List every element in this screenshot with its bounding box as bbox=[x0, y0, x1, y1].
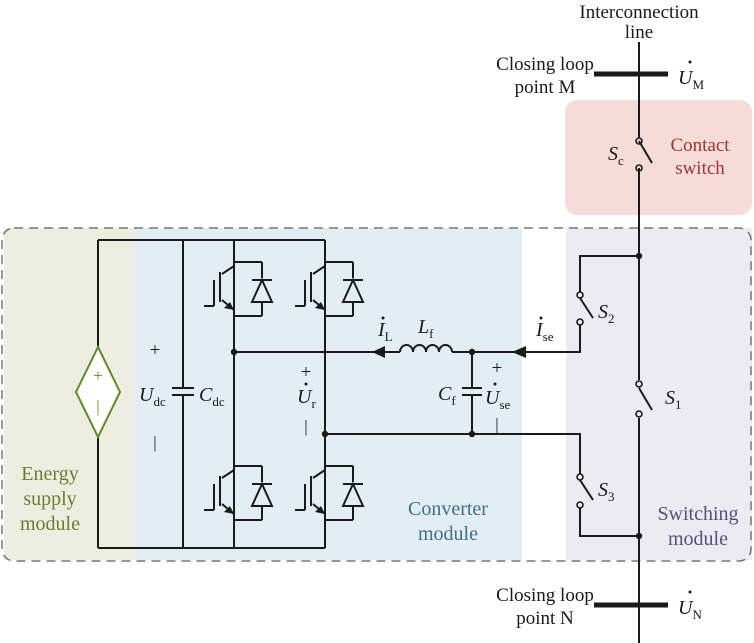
interconnection-label-1: Interconnection bbox=[579, 2, 699, 23]
use-plus: + bbox=[492, 358, 503, 379]
switching-label-2: module bbox=[668, 528, 728, 550]
switching-module-bg bbox=[566, 228, 752, 560]
un-symbol: UN bbox=[678, 597, 702, 622]
s3-label: S3 bbox=[598, 479, 615, 504]
energy-label-3: module bbox=[20, 513, 80, 535]
udc-plus: + bbox=[150, 340, 161, 361]
udc-minus: | bbox=[153, 433, 156, 452]
dc-source-diamond bbox=[74, 344, 122, 440]
source-minus: | bbox=[96, 397, 99, 416]
s2-label: S2 bbox=[598, 301, 615, 326]
junction-dot-2 bbox=[321, 430, 329, 438]
um-symbol: UM bbox=[678, 67, 704, 92]
s1-label: S1 bbox=[665, 387, 682, 412]
inductor-lf bbox=[399, 344, 453, 353]
energy-label-1: Energy bbox=[21, 463, 78, 485]
use-label: Use bbox=[485, 387, 511, 412]
contact-switch-sc bbox=[635, 137, 653, 172]
system-dashed-border bbox=[1, 227, 752, 562]
converter-label-2: module bbox=[418, 523, 478, 545]
closing-n-label-2: point N bbox=[516, 608, 574, 629]
junction-dot-6 bbox=[635, 532, 643, 540]
ur-minus: | bbox=[304, 417, 307, 436]
lf-label: Lf bbox=[417, 316, 434, 341]
contact-switch-label-1: Contact bbox=[670, 135, 730, 156]
contact-switch-label-2: switch bbox=[675, 158, 725, 179]
cf-label: Cf bbox=[438, 383, 456, 408]
junction-dot-4 bbox=[468, 430, 476, 438]
junction-dot-3 bbox=[468, 348, 476, 356]
udc-label: Udc bbox=[139, 384, 166, 409]
contact-switch-bg bbox=[565, 100, 752, 215]
ur-label: Ur bbox=[297, 386, 316, 411]
use-minus: | bbox=[495, 415, 498, 434]
converter-module-bg bbox=[134, 228, 522, 560]
interconnection-label-2: line bbox=[625, 22, 654, 43]
il-label: IL bbox=[377, 319, 393, 344]
ise-arrow bbox=[512, 346, 526, 358]
junction-dot-1 bbox=[230, 348, 238, 356]
switching-label-1: Switching bbox=[657, 503, 738, 525]
closing-n-label-1: Closing loop bbox=[496, 585, 594, 606]
sc-label: Sc bbox=[608, 143, 624, 168]
converter-label-1: Converter bbox=[408, 498, 488, 520]
energy-label-2: supply bbox=[23, 488, 76, 510]
closing-m-label-2: point M bbox=[515, 77, 576, 98]
source-plus: + bbox=[93, 366, 103, 385]
capacitor-cf bbox=[462, 352, 482, 434]
cdc-label: Cdc bbox=[199, 384, 225, 409]
switch-s1 bbox=[635, 380, 653, 418]
ise-label: Ise bbox=[535, 319, 554, 344]
junction-dot-5 bbox=[635, 252, 643, 260]
il-arrow bbox=[372, 346, 385, 358]
ur-plus: + bbox=[301, 362, 312, 383]
closing-m-label-1: Closing loop bbox=[496, 54, 594, 75]
capacitor-cdc bbox=[172, 387, 194, 396]
